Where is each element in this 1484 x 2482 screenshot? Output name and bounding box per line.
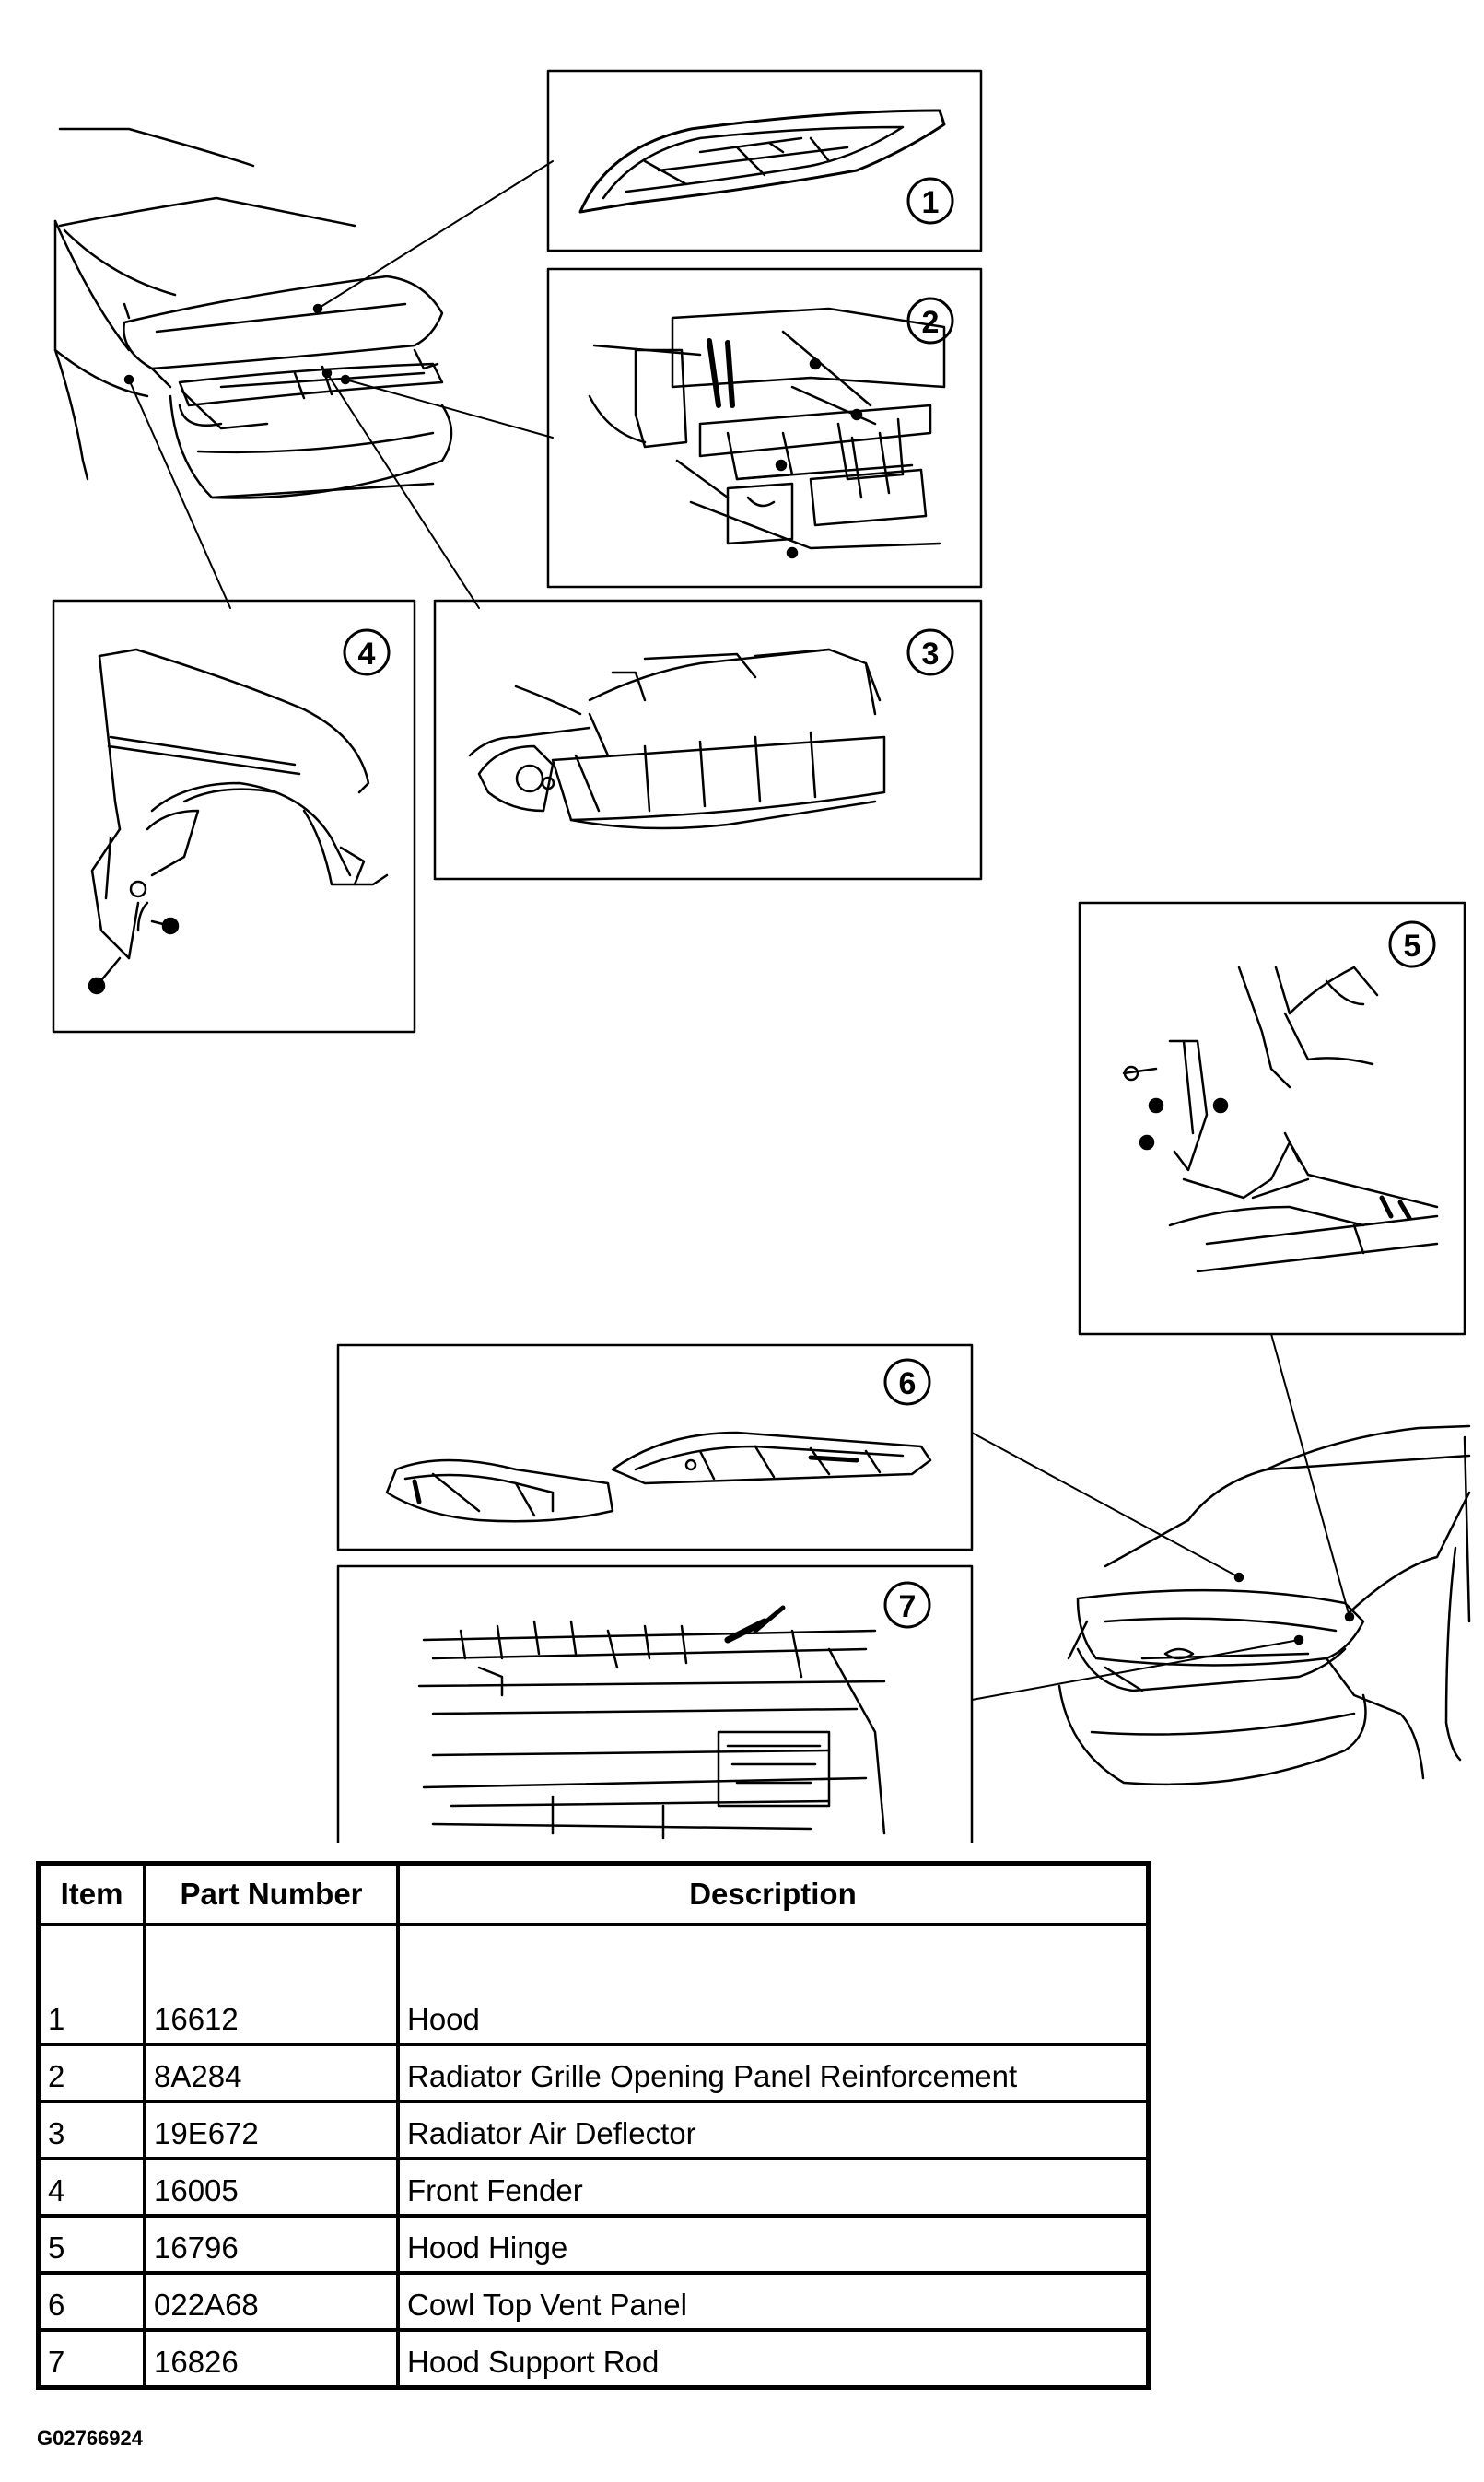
callout-3: 3 bbox=[906, 628, 954, 676]
callout-6: 6 bbox=[883, 1358, 931, 1406]
panel-7-support-rod bbox=[336, 1564, 974, 1843]
callout-5: 5 bbox=[1388, 920, 1436, 968]
table-row: 3 19E672 Radiator Air Deflector bbox=[36, 2100, 1151, 2160]
callout-7: 7 bbox=[883, 1581, 931, 1629]
panel-6-cowl-vent bbox=[336, 1343, 974, 1551]
cell-part-number: 022A68 bbox=[143, 2271, 400, 2332]
svg-text:4: 4 bbox=[358, 637, 376, 672]
cell-description: Radiator Air Deflector bbox=[396, 2100, 1151, 2160]
cell-item: 5 bbox=[36, 2214, 146, 2275]
panel-2-grille-reinforcement bbox=[546, 267, 983, 589]
cell-item: 3 bbox=[36, 2100, 146, 2160]
panel-5-hood-hinge bbox=[1078, 901, 1466, 1336]
header-description: Description bbox=[396, 1861, 1151, 1926]
cell-description: Hood bbox=[396, 1923, 1151, 2046]
cell-part-number: 8A284 bbox=[143, 2043, 400, 2103]
cell-part-number: 16826 bbox=[143, 2328, 400, 2390]
svg-text:6: 6 bbox=[899, 1366, 917, 1401]
cell-description: Front Fender bbox=[396, 2157, 1151, 2218]
svg-text:5: 5 bbox=[1404, 929, 1421, 964]
cell-part-number: 16796 bbox=[143, 2214, 400, 2275]
cell-item: 6 bbox=[36, 2271, 146, 2332]
cell-description: Hood Support Rod bbox=[396, 2328, 1151, 2390]
cell-item: 4 bbox=[36, 2157, 146, 2218]
parts-table: Item Part Number Description 1 16612 Hoo… bbox=[36, 1861, 1151, 2390]
vehicle-lower-illustration bbox=[1057, 1424, 1471, 1786]
cell-item: 2 bbox=[36, 2043, 146, 2103]
table-row: 2 8A284 Radiator Grille Opening Panel Re… bbox=[36, 2043, 1151, 2103]
header-item: Item bbox=[36, 1861, 146, 1926]
svg-text:1: 1 bbox=[922, 185, 940, 220]
table-row: 4 16005 Front Fender bbox=[36, 2157, 1151, 2218]
leader-lines-upper bbox=[128, 160, 554, 609]
callout-1: 1 bbox=[906, 177, 954, 225]
panel-3-air-deflector bbox=[433, 599, 983, 881]
panel-4-front-fender bbox=[52, 599, 416, 1034]
cell-part-number: 16612 bbox=[143, 1923, 400, 2046]
figure-id: G02766924 bbox=[37, 2427, 143, 2450]
table-row: 5 16796 Hood Hinge bbox=[36, 2214, 1151, 2275]
cell-description: Hood Hinge bbox=[396, 2214, 1151, 2275]
table-row: 6 022A68 Cowl Top Vent Panel bbox=[36, 2271, 1151, 2332]
table-row: 7 16826 Hood Support Rod bbox=[36, 2328, 1151, 2390]
header-part-number: Part Number bbox=[143, 1861, 400, 1926]
svg-text:7: 7 bbox=[899, 1589, 917, 1624]
svg-text:2: 2 bbox=[922, 305, 940, 340]
svg-text:3: 3 bbox=[922, 637, 940, 672]
cell-part-number: 19E672 bbox=[143, 2100, 400, 2160]
vehicle-upper-illustration bbox=[53, 127, 453, 499]
cell-part-number: 16005 bbox=[143, 2157, 400, 2218]
table-row: 1 16612 Hood bbox=[36, 1923, 1151, 2046]
callout-4: 4 bbox=[343, 628, 391, 676]
leader-lines-lower bbox=[971, 1333, 1350, 1701]
cell-item: 1 bbox=[36, 1923, 146, 2046]
table-header-row: Item Part Number Description bbox=[36, 1861, 1151, 1926]
callout-2: 2 bbox=[906, 297, 954, 345]
cell-description: Radiator Grille Opening Panel Reinforcem… bbox=[396, 2043, 1151, 2103]
cell-item: 7 bbox=[36, 2328, 146, 2390]
exploded-parts-diagram: 1 2 3 4 5 6 7 bbox=[52, 69, 1471, 1843]
panel-1-hood bbox=[546, 69, 983, 252]
cell-description: Cowl Top Vent Panel bbox=[396, 2271, 1151, 2332]
